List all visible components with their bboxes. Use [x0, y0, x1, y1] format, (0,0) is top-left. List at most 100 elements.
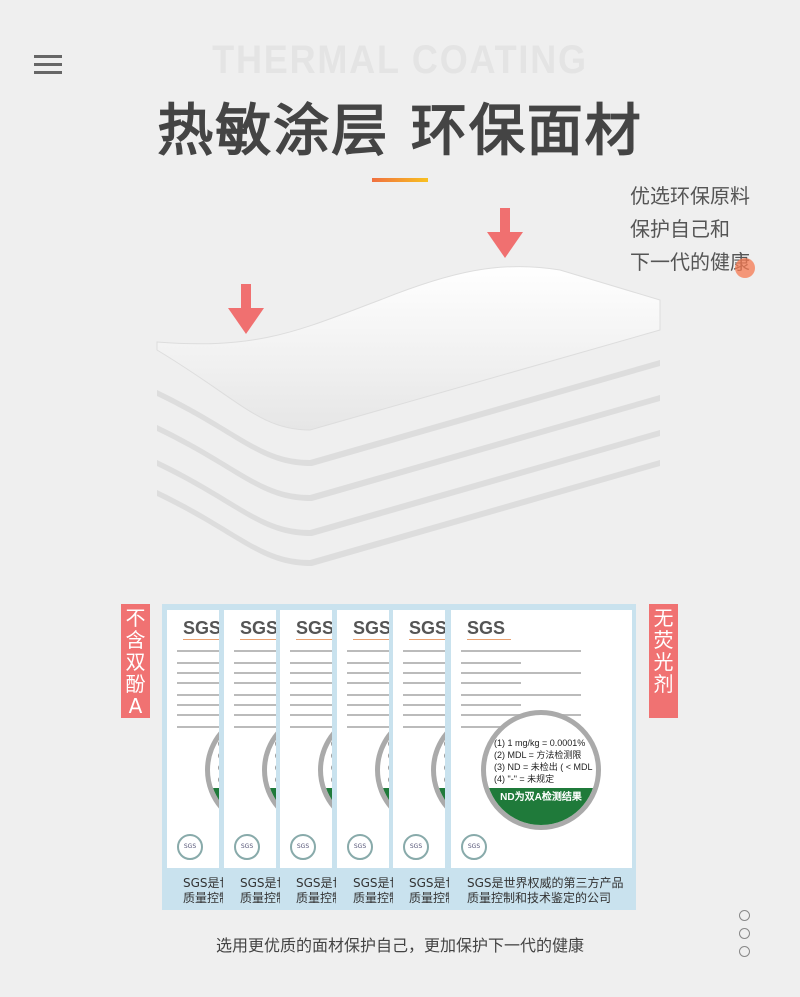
magnifier: (1) 1 mg/kg = 0.0001%(2) MDL = 方法检测限(3) …: [205, 710, 219, 830]
text-line: [290, 714, 332, 716]
text-line: [177, 662, 219, 664]
text-line: [347, 672, 389, 674]
english-title: THERMAL COATING: [212, 38, 588, 82]
sgs-seal-icon: SGS: [234, 834, 260, 860]
sgs-logo: SGS: [409, 618, 445, 640]
magnifier: (1) 1 mg/kg = 0.0001%(2) MDL = 方法检测限(3) …: [431, 710, 445, 830]
mag-line: (4) "-" = 未规定: [494, 774, 555, 784]
text-line: [234, 726, 276, 728]
magnifier: (1) 1 mg/kg = 0.0001%(2) MDL = 方法检测限(3) …: [375, 710, 389, 830]
tag-no-fluorescent: 无荧光剂: [649, 604, 678, 718]
mag-line: (1) 1 mg/kg = 0.0001%: [388, 737, 389, 749]
mag-line: (2) MDL = 方法检测限: [331, 749, 332, 761]
side-text: 优选环保原料 保护自己和 下一代的健康: [630, 180, 755, 279]
down-arrow-icon: [487, 208, 523, 258]
mag-line: (3) ND = 未检出 ( < MDL: [218, 761, 219, 773]
down-arrow-icon: [228, 284, 264, 334]
mag-badge: ND为双A检测结果: [436, 788, 445, 825]
mag-line: (3) ND = 未检出 ( < MDL: [388, 761, 389, 773]
pager-dots-icon[interactable]: [739, 910, 750, 964]
text-line: [347, 694, 389, 696]
text-line: [177, 650, 219, 652]
text-line: [234, 662, 276, 664]
caption-line: 质量控制和技术鉴定的公司: [467, 891, 612, 905]
sgs-logo: SGS: [467, 618, 512, 640]
mag-badge: ND为双A检测结果: [210, 788, 219, 825]
text-line: [234, 704, 276, 706]
text-line: [290, 682, 332, 684]
text-line: [290, 662, 332, 664]
caption-line: SGS是世界权威的第三方产品: [467, 876, 624, 890]
caption-line: SGS是世界权威的第三方产品: [353, 876, 393, 890]
text-line: [461, 682, 521, 684]
text-line: [461, 694, 581, 696]
paper-layer: [157, 460, 660, 566]
text-line: [403, 704, 445, 706]
text-line: [403, 672, 445, 674]
text-line: [461, 726, 521, 728]
side-line: 优选环保原料: [630, 184, 750, 208]
caption-line: 质量控制和技术鉴定的公司: [183, 891, 223, 905]
caption-line: 质量控制和技术鉴定的公司: [409, 891, 449, 905]
mag-line: (3) ND = 未检出 ( < MDL: [494, 762, 593, 772]
caption-line: 质量控制和技术鉴定的公司: [353, 891, 393, 905]
title-underline: [372, 178, 428, 182]
text-line: [177, 714, 219, 716]
text-line: [177, 672, 219, 674]
text-line: [347, 662, 389, 664]
hamburger-menu-icon[interactable]: [34, 55, 62, 77]
text-line: [461, 650, 581, 652]
paper-layers-illustration: [156, 208, 661, 566]
mag-badge: ND为双A检测结果: [380, 788, 389, 825]
mag-line: (3) ND = 未检出 ( < MDL: [331, 761, 332, 773]
mag-line: (3) ND = 未检出 ( < MDL: [275, 761, 276, 773]
text-line: [290, 650, 332, 652]
mag-line: (1) 1 mg/kg = 0.0001%: [494, 738, 586, 748]
caption-line: SGS是世界权威的第三方产品: [183, 876, 223, 890]
text-line: [403, 714, 445, 716]
text-line: [461, 662, 521, 664]
text-line: [177, 694, 219, 696]
text-line: [403, 682, 445, 684]
text-line: [177, 726, 219, 728]
text-line: [290, 726, 332, 728]
sgs-logo: SGS: [296, 618, 332, 640]
magnifier: (1) 1 mg/kg = 0.0001% (2) MDL = 方法检测限 (3) …: [481, 710, 601, 830]
text-line: [347, 682, 389, 684]
mag-badge: ND为双A检测结果: [323, 788, 332, 825]
paper-layers: [156, 266, 661, 566]
caption-line: 质量控制和技术鉴定的公司: [240, 891, 280, 905]
text-line: [403, 650, 445, 652]
mag-line: (3) ND = 未检出 ( < MDL: [444, 761, 445, 773]
mag-line: (2) MDL = 方法检测限: [388, 749, 389, 761]
tag-no-bpa: 不含双酚A: [121, 604, 150, 718]
side-line: 下一代的健康: [630, 250, 750, 274]
certificate-caption: SGS是世界权威的第三方产品质量控制和技术鉴定的公司: [467, 876, 636, 906]
mag-line: (4) "-" = 未规定: [388, 773, 389, 785]
text-line: [177, 704, 219, 706]
caption-line: 质量控制和技术鉴定的公司: [296, 891, 336, 905]
mag-line: (2) MDL = 方法检测限: [444, 749, 445, 761]
side-line: 保护自己和: [630, 217, 730, 241]
mag-badge: ND为双A检测结果: [267, 788, 276, 825]
mag-line: (2) MDL = 方法检测限: [275, 749, 276, 761]
mag-line: (1) 1 mg/kg = 0.0001%: [275, 737, 276, 749]
caption-line: SGS是世界权威的第三方产品: [296, 876, 336, 890]
mag-line: (4) "-" = 未规定: [218, 773, 219, 785]
magnifier: (1) 1 mg/kg = 0.0001%(2) MDL = 方法检测限(3) …: [262, 710, 276, 830]
text-line: [347, 650, 389, 652]
caption-line: SGS是世界权威的第三方产品: [409, 876, 449, 890]
paper-layer: [156, 266, 661, 431]
text-line: [290, 672, 332, 674]
mag-line: (2) MDL = 方法检测限: [494, 750, 582, 760]
